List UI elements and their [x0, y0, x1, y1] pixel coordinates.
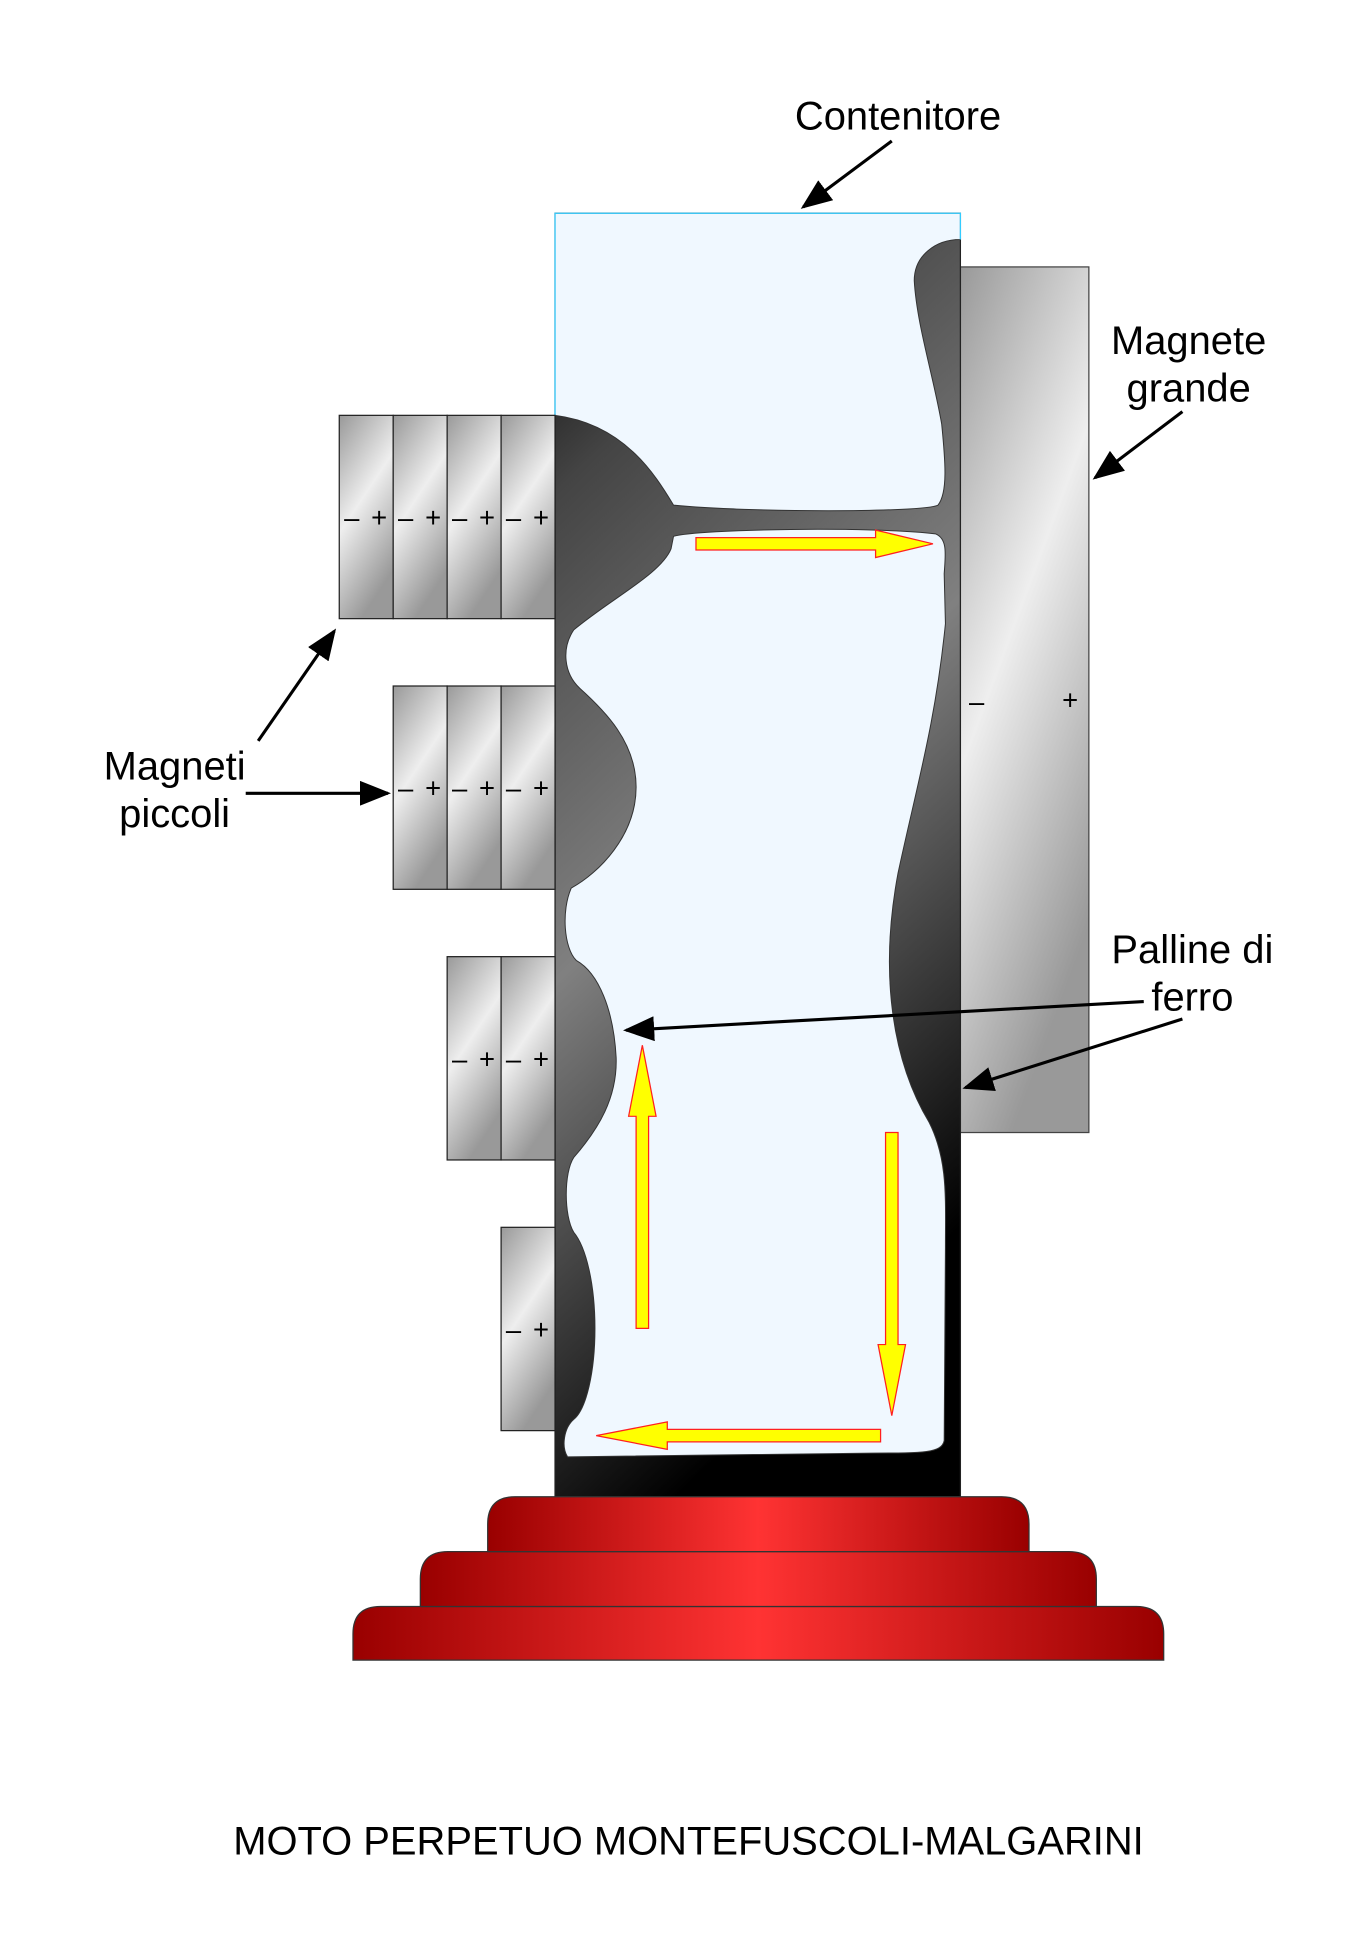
container-label: Contenitore	[795, 95, 1001, 139]
diagram-title: MOTO PERPETUO MONTEFUSCOLI-MALGARINI	[233, 1820, 1144, 1864]
small-magnet-plus: +	[533, 1043, 549, 1074]
small-magnet-plus: +	[479, 1043, 495, 1074]
small-magnet-plus: +	[533, 502, 549, 533]
small-magnet-minus: –	[506, 502, 522, 533]
small-magnet-plus: +	[479, 773, 495, 804]
small-magnet: –+	[338, 414, 394, 620]
small-magnet-plus: +	[533, 1314, 549, 1345]
small-magnet: –+	[500, 414, 556, 620]
small-magnet-minus: –	[398, 773, 414, 804]
small-magnet-minus: –	[506, 773, 522, 804]
small-magnet-plus: +	[371, 502, 387, 533]
big-magnet-label-1: Magnete	[1111, 319, 1266, 363]
fluid-upper	[554, 212, 961, 512]
small-magnet: –+	[446, 414, 502, 620]
small-magnet-minus: –	[452, 502, 468, 533]
iron-balls-label-2: ferro	[1151, 975, 1233, 1019]
big-magnet-minus: –	[969, 686, 985, 717]
small-magnet: –+	[500, 956, 556, 1161]
big-magnet: – +	[959, 266, 1090, 1134]
big-magnet-plus: +	[1062, 685, 1078, 716]
small-magnet-plus: +	[425, 773, 441, 804]
flow-arrows	[596, 529, 934, 1451]
small-magnets-label-1: Magneti	[104, 745, 246, 789]
flow-arrow-up	[627, 1045, 657, 1329]
small-magnets: –+–+–+–+–+–+–+–+–+–+	[338, 414, 556, 1432]
flow-arrow-down	[877, 1131, 907, 1416]
small-magnet-plus: +	[533, 773, 549, 804]
iron-balls-label-1: Palline di	[1111, 928, 1273, 972]
big-magnet-label-2: grande	[1127, 367, 1251, 411]
small-magnet-minus: –	[506, 1314, 522, 1345]
container	[554, 212, 962, 1498]
small-magnet: –+	[392, 685, 448, 890]
flow-arrow-left	[596, 1421, 882, 1451]
flow-arrow-right	[695, 529, 934, 559]
small-magnets-label-2: piccoli	[119, 792, 230, 836]
small-magnet-minus: –	[452, 1043, 468, 1074]
small-magnet-minus: –	[452, 773, 468, 804]
small-magnet: –+	[500, 685, 556, 890]
small-magnet: –+	[392, 414, 448, 620]
small-magnet: –+	[446, 956, 502, 1161]
small-magnet-plus: +	[479, 502, 495, 533]
small-magnet-plus: +	[425, 502, 441, 533]
fluid-lower	[563, 528, 947, 1458]
small-magnet: –+	[500, 1226, 556, 1432]
callout-arrows	[245, 139, 1184, 1092]
small-magnet: –+	[446, 685, 502, 890]
small-magnet-minus: –	[344, 502, 360, 533]
small-magnet-minus: –	[506, 1043, 522, 1074]
base	[352, 1496, 1165, 1661]
small-magnet-minus: –	[398, 502, 414, 533]
